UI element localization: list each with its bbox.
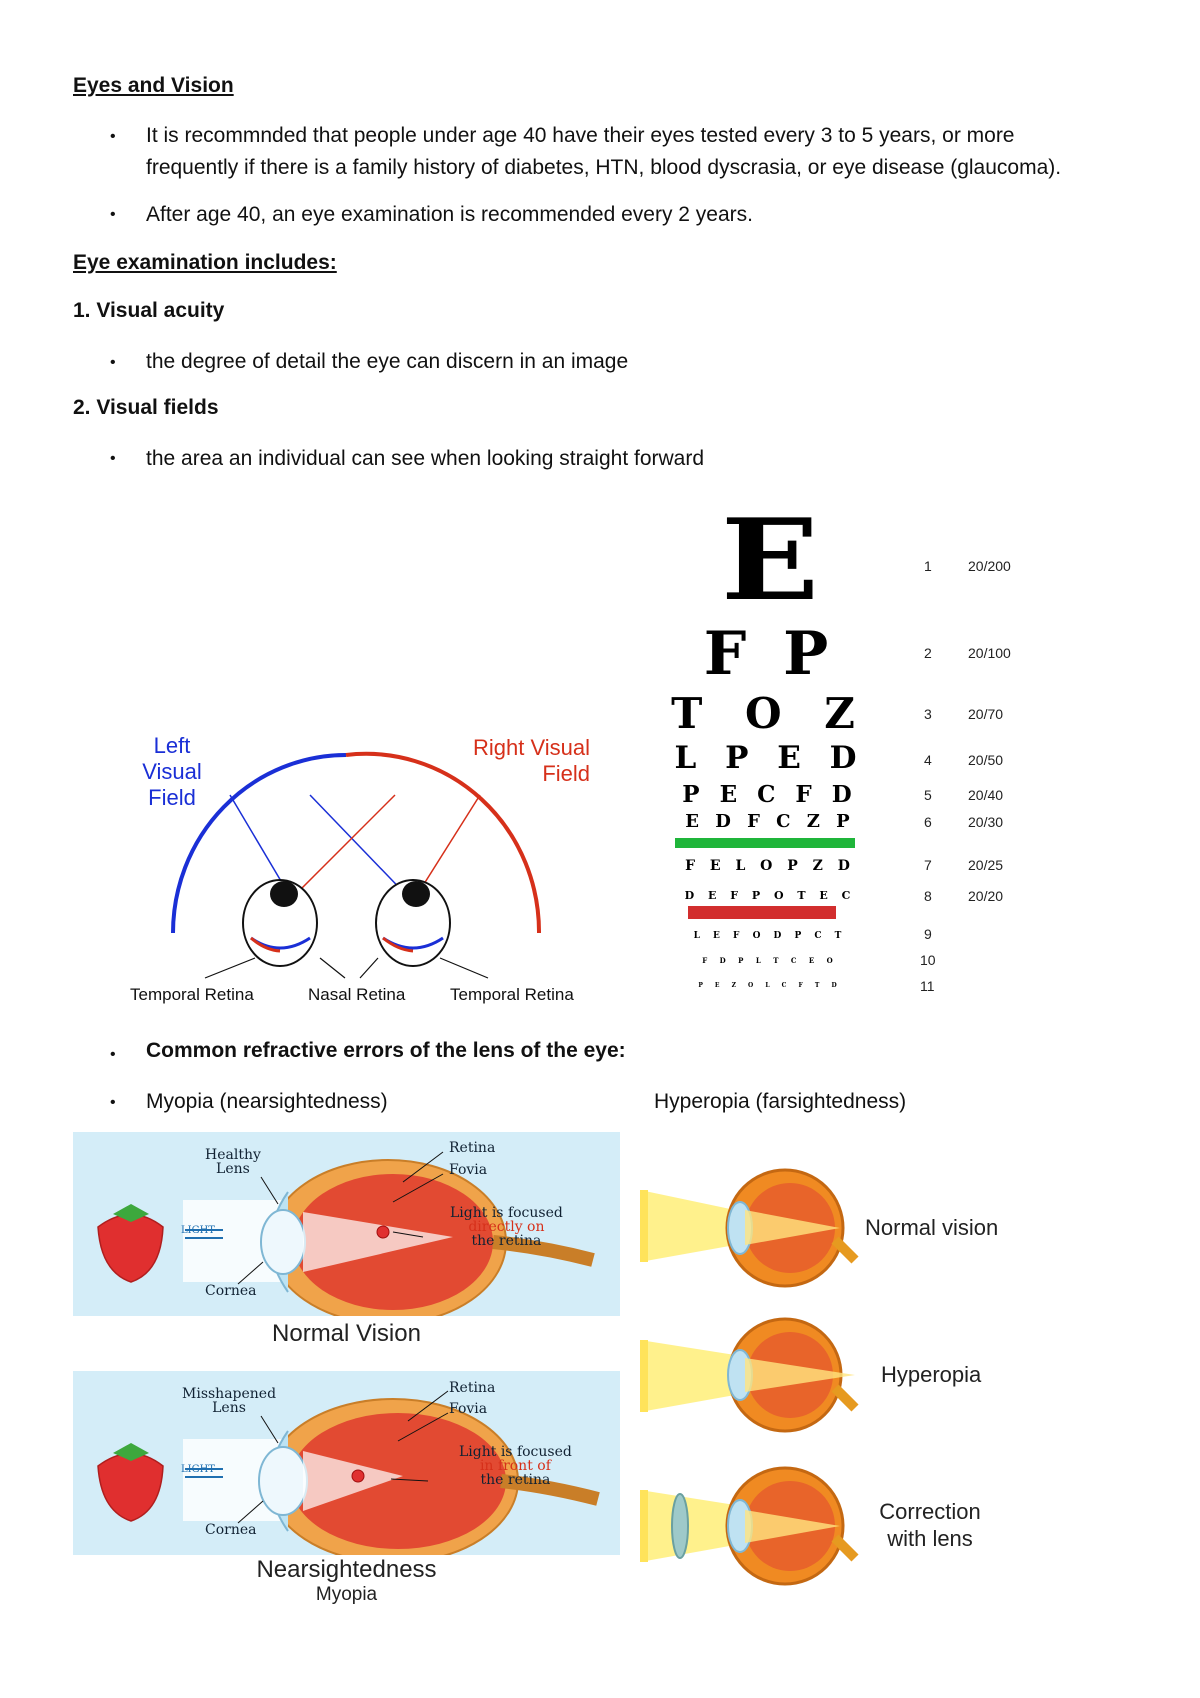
hyperopia-label: Hyperopia (farsightedness) <box>654 1090 907 1113</box>
snellen-line-number-10: 10 <box>920 952 936 968</box>
snellen-row-6: E D F C Z P <box>685 811 855 832</box>
bullet-dot: • <box>110 1094 116 1111</box>
exam-heading: Eye examination includes: <box>73 251 337 274</box>
bullet-dot: • <box>110 450 116 467</box>
light-focus-bottom-line1: Light is focused <box>459 1444 572 1460</box>
hyperopia-state-label: Hyperopia <box>881 1362 982 1387</box>
myopia-label: Myopia (nearsightedness) <box>146 1090 388 1113</box>
bullet-dot: • <box>110 354 116 371</box>
healthy-lens-label: Healthy Lens <box>205 1148 261 1176</box>
snellen-acuity-4: 20/50 <box>968 752 1004 768</box>
intro-bullet-1-line1: It is recommnded that people under age 4… <box>146 124 1015 147</box>
snellen-line-number-3: 3 <box>924 706 932 722</box>
snellen-line-number-2: 2 <box>924 645 932 661</box>
intro-bullet-2: After age 40, an eye examination is reco… <box>146 203 753 226</box>
snellen-row-3: T O Z <box>671 689 869 738</box>
right-visual-field-label: Right Visual Field <box>470 735 590 787</box>
snellen-acuity-2: 20/100 <box>968 645 1011 661</box>
fovia-label-bottom: Fovia <box>449 1401 488 1417</box>
left-pupil <box>270 881 298 907</box>
light-focus-top-line3: the retina <box>471 1233 542 1249</box>
light-focus-top-line2: directly on <box>468 1219 545 1235</box>
right-visual-field-line2: Field <box>542 761 590 786</box>
retina-label-top: Retina <box>449 1140 496 1156</box>
healthy-lens-line2: Lens <box>216 1161 250 1177</box>
snellen-row-4: L P E D <box>674 740 866 776</box>
snellen-line-number-4: 4 <box>924 752 932 768</box>
light-focus-label-top: Light is focused directly on the retina <box>450 1206 563 1248</box>
snellen-acuity-8: 20/20 <box>968 888 1004 904</box>
section-visual-acuity-heading: 1. Visual acuity <box>73 299 225 322</box>
snellen-row-9: L E F O D P C T <box>693 931 847 941</box>
myopia-subcaption: Myopia <box>315 1584 378 1605</box>
nearsightedness-caption: Nearsightedness <box>256 1556 437 1583</box>
cornea-label-bottom: Cornea <box>205 1522 257 1538</box>
snellen-acuity-1: 20/200 <box>968 558 1011 574</box>
left-visual-field-line1: Left Visual <box>142 733 202 784</box>
light-focus-bottom-line2: in front of <box>479 1458 551 1474</box>
snellen-red-bar <box>688 906 836 919</box>
right-visual-field-line1: Right Visual <box>473 735 590 760</box>
snellen-line-number-9: 9 <box>924 926 932 942</box>
light-arrow-label-bottom: LIGHT <box>181 1464 215 1475</box>
light-focus-bottom-line3: the retina <box>480 1472 551 1488</box>
misshapened-lens-line1: Misshapened <box>182 1386 277 1402</box>
correction-label-line1: Correction <box>879 1499 981 1524</box>
light-focus-label-bottom: Light is focused in front of the retina <box>459 1445 572 1487</box>
snellen-row-11: P E Z O L C F T D <box>698 982 842 989</box>
snellen-line-number-7: 7 <box>924 857 932 873</box>
normal-vision-label: Normal vision <box>865 1215 999 1240</box>
temporal-retina-left-label: Temporal Retina <box>130 985 254 1004</box>
right-field-arc <box>345 751 542 934</box>
cornea-label-top: Cornea <box>205 1283 257 1299</box>
retina-label-bottom: Retina <box>449 1380 496 1396</box>
intro-bullet-1: It is recommnded that people under age 4… <box>146 120 1061 184</box>
snellen-green-bar <box>675 838 855 848</box>
snellen-line-number-6: 6 <box>924 814 932 830</box>
correction-label: Correction with lens <box>865 1498 995 1552</box>
hyperopia-eye-illustrations <box>640 1168 859 1586</box>
snellen-row-5: P E C F D <box>682 781 858 808</box>
snellen-line-number-1: 1 <box>924 558 932 574</box>
left-visual-field-label: Left Visual Field <box>122 733 222 811</box>
bullet-dot: • <box>110 206 116 223</box>
snellen-line-number-11: 11 <box>920 978 935 994</box>
misshapened-lens-label: Misshapened Lens <box>182 1387 276 1415</box>
right-pupil <box>402 881 430 907</box>
light-arrow-label-top: LIGHT <box>181 1225 215 1236</box>
nearsightedness-eye-illustration <box>97 1390 600 1555</box>
snellen-row-8: D E F P O T E C <box>684 889 856 902</box>
normal-vision-caption: Normal Vision <box>272 1320 421 1347</box>
temporal-retina-right-label: Temporal Retina <box>450 985 574 1004</box>
nasal-retina-label: Nasal Retina <box>308 985 406 1004</box>
correction-label-line2: with lens <box>887 1526 973 1551</box>
refractive-heading: Common refractive errors of the lens of … <box>146 1039 626 1062</box>
snellen-line-number-8: 8 <box>924 888 932 904</box>
snellen-acuity-7: 20/25 <box>968 857 1004 873</box>
light-focus-top-line1: Light is focused <box>450 1205 563 1221</box>
bullet-dot: • <box>110 1046 116 1063</box>
misshapened-lens-line2: Lens <box>212 1400 246 1416</box>
left-field-arc <box>171 753 347 934</box>
snellen-acuity-3: 20/70 <box>968 706 1004 722</box>
section-visual-acuity-bullet: the degree of detail the eye can discern… <box>146 350 629 373</box>
section-visual-fields-heading: 2. Visual fields <box>73 396 219 419</box>
snellen-acuity-5: 20/40 <box>968 787 1004 803</box>
bullet-dot: • <box>110 128 116 145</box>
section-visual-fields-bullet: the area an individual can see when look… <box>146 447 705 470</box>
intro-bullet-1-line2: frequently if there is a family history … <box>146 156 1062 179</box>
snellen-line-number-5: 5 <box>924 787 932 803</box>
page-title: Eyes and Vision <box>73 74 234 97</box>
snellen-row-1: E <box>720 495 820 626</box>
snellen-acuity-6: 20/30 <box>968 814 1004 830</box>
snellen-row-2: F P <box>703 619 837 689</box>
normal-vision-eye-illustration <box>97 1151 595 1316</box>
healthy-lens-line1: Healthy <box>205 1147 261 1163</box>
fovia-label-top: Fovia <box>449 1162 488 1178</box>
snellen-row-10: F D P L T C E O <box>702 956 838 965</box>
visual-field-diagram <box>171 751 542 979</box>
left-visual-field-line2: Field <box>148 785 196 810</box>
snellen-row-7: F E L O P Z D <box>685 858 855 874</box>
